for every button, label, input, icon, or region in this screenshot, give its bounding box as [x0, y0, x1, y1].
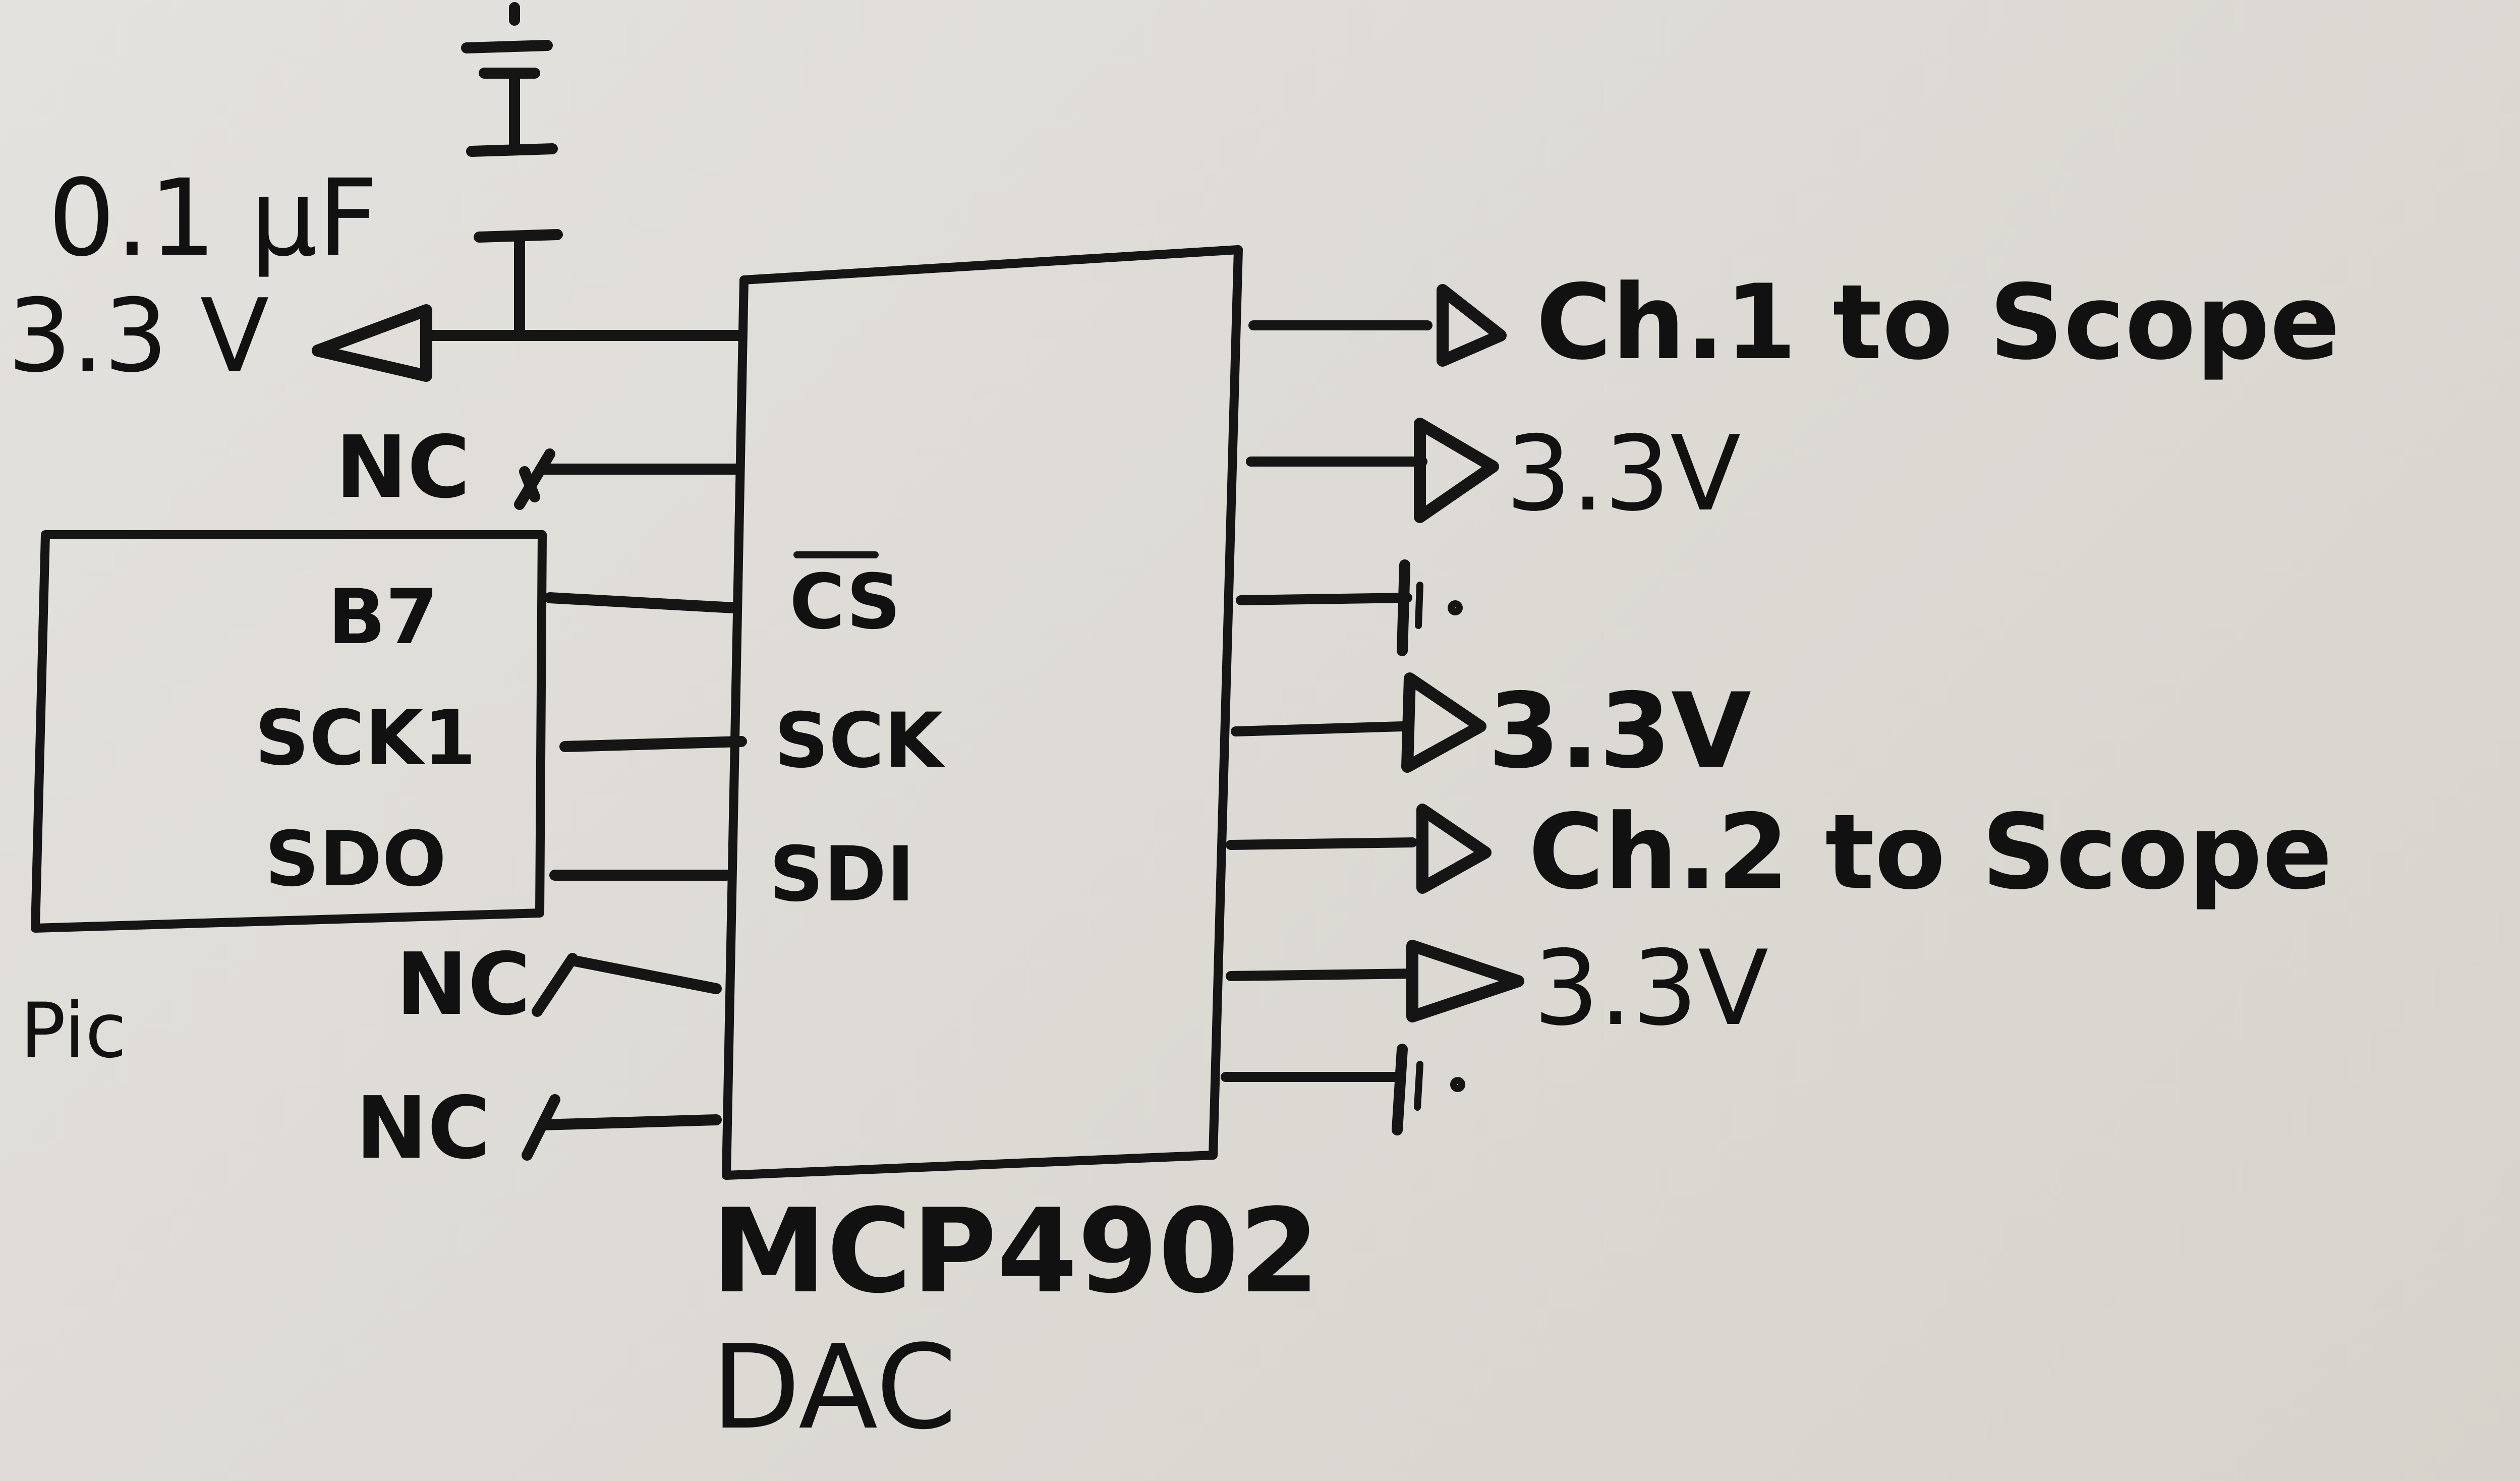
output-arrow-icon	[1437, 284, 1507, 367]
dac-pin-cs: CS	[789, 558, 901, 646]
dac-pin-labels: CS SCK SDI	[769, 551, 945, 919]
wire-cs	[544, 592, 739, 613]
capacitor-label: 0.1 μF	[48, 156, 378, 280]
output-ch2-label: Ch.2 to Scope	[1528, 792, 2332, 913]
output-vref-a: 3.3V	[1246, 414, 1741, 534]
nc-pin-6: NC	[396, 935, 722, 1035]
ground-icon	[1397, 559, 1410, 656]
nc-pin-2: NC	[335, 418, 744, 518]
pic-pin-sdo: SDO	[265, 816, 446, 903]
output-vref-c: 3.3V	[1226, 929, 1768, 1049]
spi-wires	[544, 592, 747, 881]
dac-part-label: MCP4902	[711, 1184, 1320, 1319]
output-ch1-label: Ch.1 to Scope	[1536, 263, 2340, 383]
ground-1	[1236, 559, 1463, 656]
wire-sck	[559, 736, 747, 752]
output-vref-c-label: 3.3V	[1533, 929, 1768, 1049]
nc-pin-7: NC	[356, 1078, 722, 1178]
output-vref-b: 3.3V	[1231, 671, 1751, 791]
output-arrow-icon	[1416, 804, 1492, 894]
dac-type-label: DAC	[711, 1321, 957, 1455]
output-ch1: Ch.1 to Scope	[1248, 263, 2340, 383]
dac-chip	[722, 245, 1243, 1180]
capacitor-symbol	[461, 2, 563, 336]
nc-label: NC	[335, 418, 470, 518]
nc-label: NC	[396, 935, 531, 1035]
supply-label: 3.3 V	[8, 277, 269, 395]
pic-block	[31, 530, 547, 933]
output-arrow-icon	[1414, 418, 1499, 523]
output-arrow-icon	[1406, 940, 1524, 1022]
pic-label: Pic	[20, 987, 127, 1075]
nc-label: NC	[356, 1078, 490, 1178]
ground-2	[1221, 1044, 1465, 1135]
output-ch2: Ch.2 to Scope	[1226, 792, 2332, 913]
pic-pin-b7: B7	[328, 574, 438, 661]
ground-icon	[1392, 1044, 1408, 1135]
output-vref-b-label: 3.3V	[1488, 671, 1751, 791]
dac-pin-sdi: SDI	[769, 831, 914, 919]
dac-pin-sck: SCK	[774, 697, 945, 785]
supply-arrow-icon	[312, 304, 432, 382]
output-arrow-icon	[1401, 672, 1486, 773]
output-vref-a-label: 3.3V	[1506, 414, 1741, 534]
pic-pin-sck1: SCK1	[255, 695, 476, 782]
